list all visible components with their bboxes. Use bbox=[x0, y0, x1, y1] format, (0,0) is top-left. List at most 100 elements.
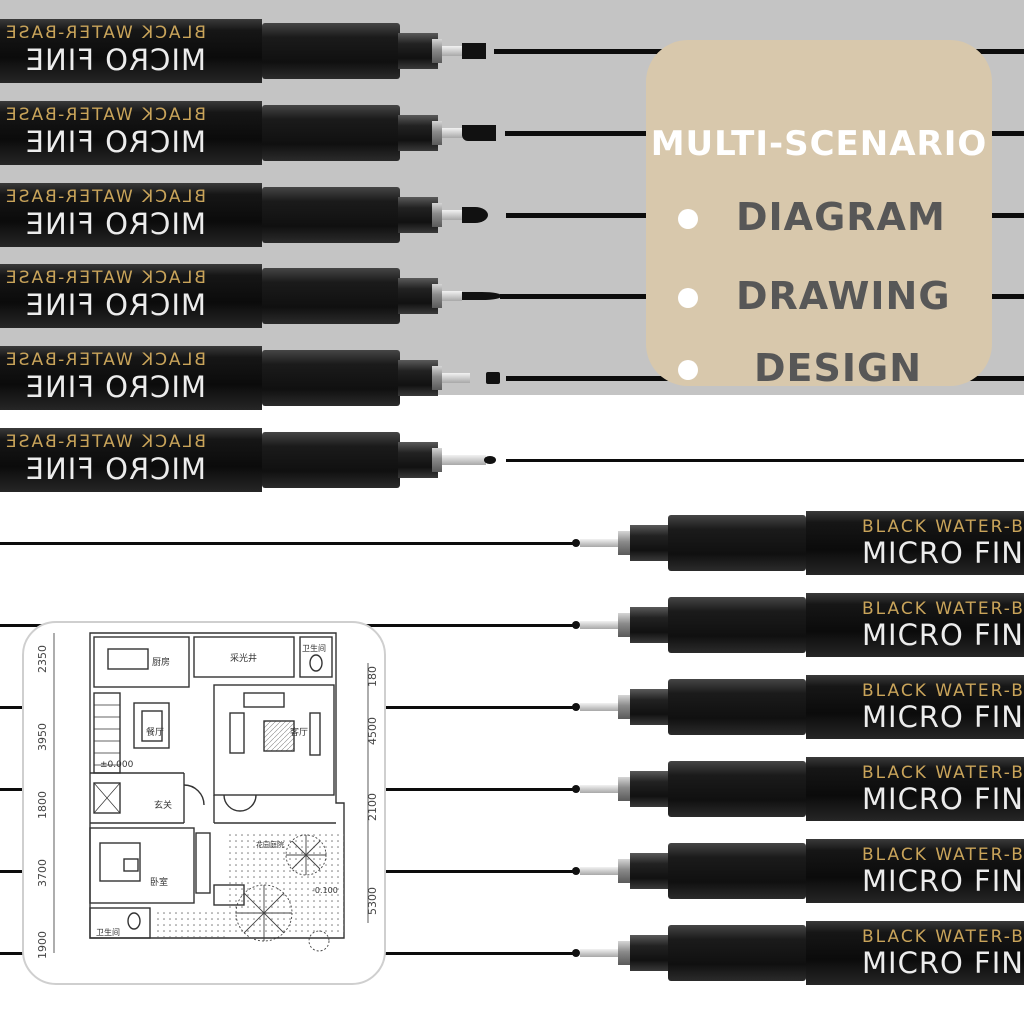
elevation-floor: ±0.000 bbox=[100, 760, 134, 770]
card-item-label: DRAWING bbox=[736, 274, 951, 318]
pen-ring bbox=[432, 203, 442, 227]
pen-model-label: MICRO FINE bbox=[862, 700, 1024, 734]
pen-tip bbox=[462, 292, 502, 300]
pen-model-label: MICRO FINE bbox=[862, 618, 1024, 652]
pen-tip bbox=[572, 703, 580, 711]
pen-cap bbox=[262, 105, 400, 161]
pen-tube bbox=[442, 46, 462, 56]
room-label-bedroom: 卧室 bbox=[150, 876, 168, 888]
card-item-diagram: DIAGRAM bbox=[676, 195, 976, 245]
pen-ring bbox=[618, 531, 632, 555]
pen-model-label: MICRO FINE bbox=[24, 370, 206, 404]
pen-tube bbox=[580, 949, 620, 957]
dimension-label: 2350 bbox=[36, 645, 49, 673]
room-label-courtyard: 花园庭院 bbox=[256, 840, 284, 849]
pen-ring bbox=[618, 941, 632, 965]
pen-tip bbox=[572, 867, 580, 875]
pen-ring bbox=[618, 613, 632, 637]
pen-neck bbox=[398, 197, 438, 233]
multi-scenario-card: MULTI-SCENARIO DIAGRAM DRAWING DESIGN bbox=[646, 40, 992, 390]
pen-cap bbox=[262, 268, 400, 324]
dimension-label: 4500 bbox=[366, 717, 379, 745]
pen-brand-label: BLACK WATER-BASE bbox=[3, 105, 206, 125]
pen-model-label: MICRO FINE bbox=[24, 43, 206, 77]
pen-tip bbox=[462, 125, 496, 141]
pen-ring bbox=[432, 366, 442, 390]
pen-cap bbox=[262, 23, 400, 79]
pen-neck bbox=[398, 33, 438, 69]
pen-tube bbox=[580, 539, 620, 547]
room-label-kitchen: 厨房 bbox=[152, 656, 170, 668]
pen-brand-label: BLACK WATER-BASE bbox=[3, 432, 206, 452]
ink-line bbox=[0, 542, 574, 545]
pen-ring bbox=[432, 39, 442, 63]
pen-brand-label: BLACK WATER-BASE bbox=[3, 268, 206, 288]
pen-model-label: MICRO FINE bbox=[24, 207, 206, 241]
pen-cap bbox=[262, 350, 400, 406]
card-item-drawing: DRAWING bbox=[676, 274, 976, 324]
pen-ring bbox=[432, 121, 442, 145]
room-label-dining: 餐厅 bbox=[146, 726, 164, 738]
pen-tube bbox=[580, 867, 620, 875]
pen-brand-label: BLACK WATER-BASE bbox=[862, 681, 1024, 701]
room-label-living: 客厅 bbox=[290, 726, 308, 738]
pen-tube bbox=[442, 210, 462, 220]
pen-tip bbox=[486, 372, 500, 384]
pen-tip bbox=[462, 43, 486, 59]
pen-cap bbox=[668, 597, 806, 653]
dimension-label: 1800 bbox=[36, 791, 49, 819]
pen-cap bbox=[262, 187, 400, 243]
dimension-label: 180 bbox=[366, 666, 379, 687]
card-title: MULTI-SCENARIO bbox=[650, 124, 988, 164]
pen-tube bbox=[580, 621, 620, 629]
card-item-label: DESIGN bbox=[754, 346, 923, 390]
room-label-toilet-top: 卫生间 bbox=[302, 643, 326, 653]
pen-tip bbox=[572, 949, 580, 957]
pen-neck bbox=[398, 360, 438, 396]
pen-tube bbox=[442, 291, 462, 301]
pen-neck bbox=[630, 607, 670, 643]
dimension-label: 3700 bbox=[36, 859, 49, 887]
pen-neck bbox=[398, 278, 438, 314]
floor-plan-card: 厨房 采光井 卫生间 餐厅 客厅 玄关 卧室 卫生间 花园庭院 ±0.000 -… bbox=[22, 621, 386, 985]
pen-neck bbox=[398, 115, 438, 151]
pen-cap bbox=[668, 925, 806, 981]
pen-ring bbox=[432, 284, 442, 308]
room-label-foyer: 玄关 bbox=[154, 799, 172, 811]
pen-model-label: MICRO FINE bbox=[24, 288, 206, 322]
pen-brand-label: BLACK WATER-BASE bbox=[862, 845, 1024, 865]
pen-neck bbox=[398, 442, 438, 478]
dimension-label: 1900 bbox=[36, 931, 49, 959]
pen-brand-label: BLACK WATER-BASE bbox=[3, 350, 206, 370]
pen-tube bbox=[442, 373, 470, 383]
pen-neck bbox=[630, 853, 670, 889]
bullet-dot-icon bbox=[678, 360, 698, 380]
room-label-toilet-bottom: 卫生间 bbox=[96, 927, 120, 937]
pen-tip bbox=[572, 539, 580, 547]
pen-brand-label: BLACK WATER-BASE bbox=[862, 927, 1024, 947]
pen-brand-label: BLACK WATER-BASE bbox=[3, 187, 206, 207]
pen-tip bbox=[484, 456, 496, 464]
pen-tip bbox=[462, 207, 488, 223]
tree-icon bbox=[235, 834, 330, 952]
pen-ring bbox=[618, 695, 632, 719]
pen-tip bbox=[572, 785, 580, 793]
pen-cap bbox=[668, 761, 806, 817]
pen-brand-label: BLACK WATER-BASE bbox=[862, 763, 1024, 783]
pen-model-label: MICRO FINE bbox=[862, 536, 1024, 570]
room-label-skylight: 采光井 bbox=[230, 652, 257, 664]
pen-cap bbox=[668, 843, 806, 899]
